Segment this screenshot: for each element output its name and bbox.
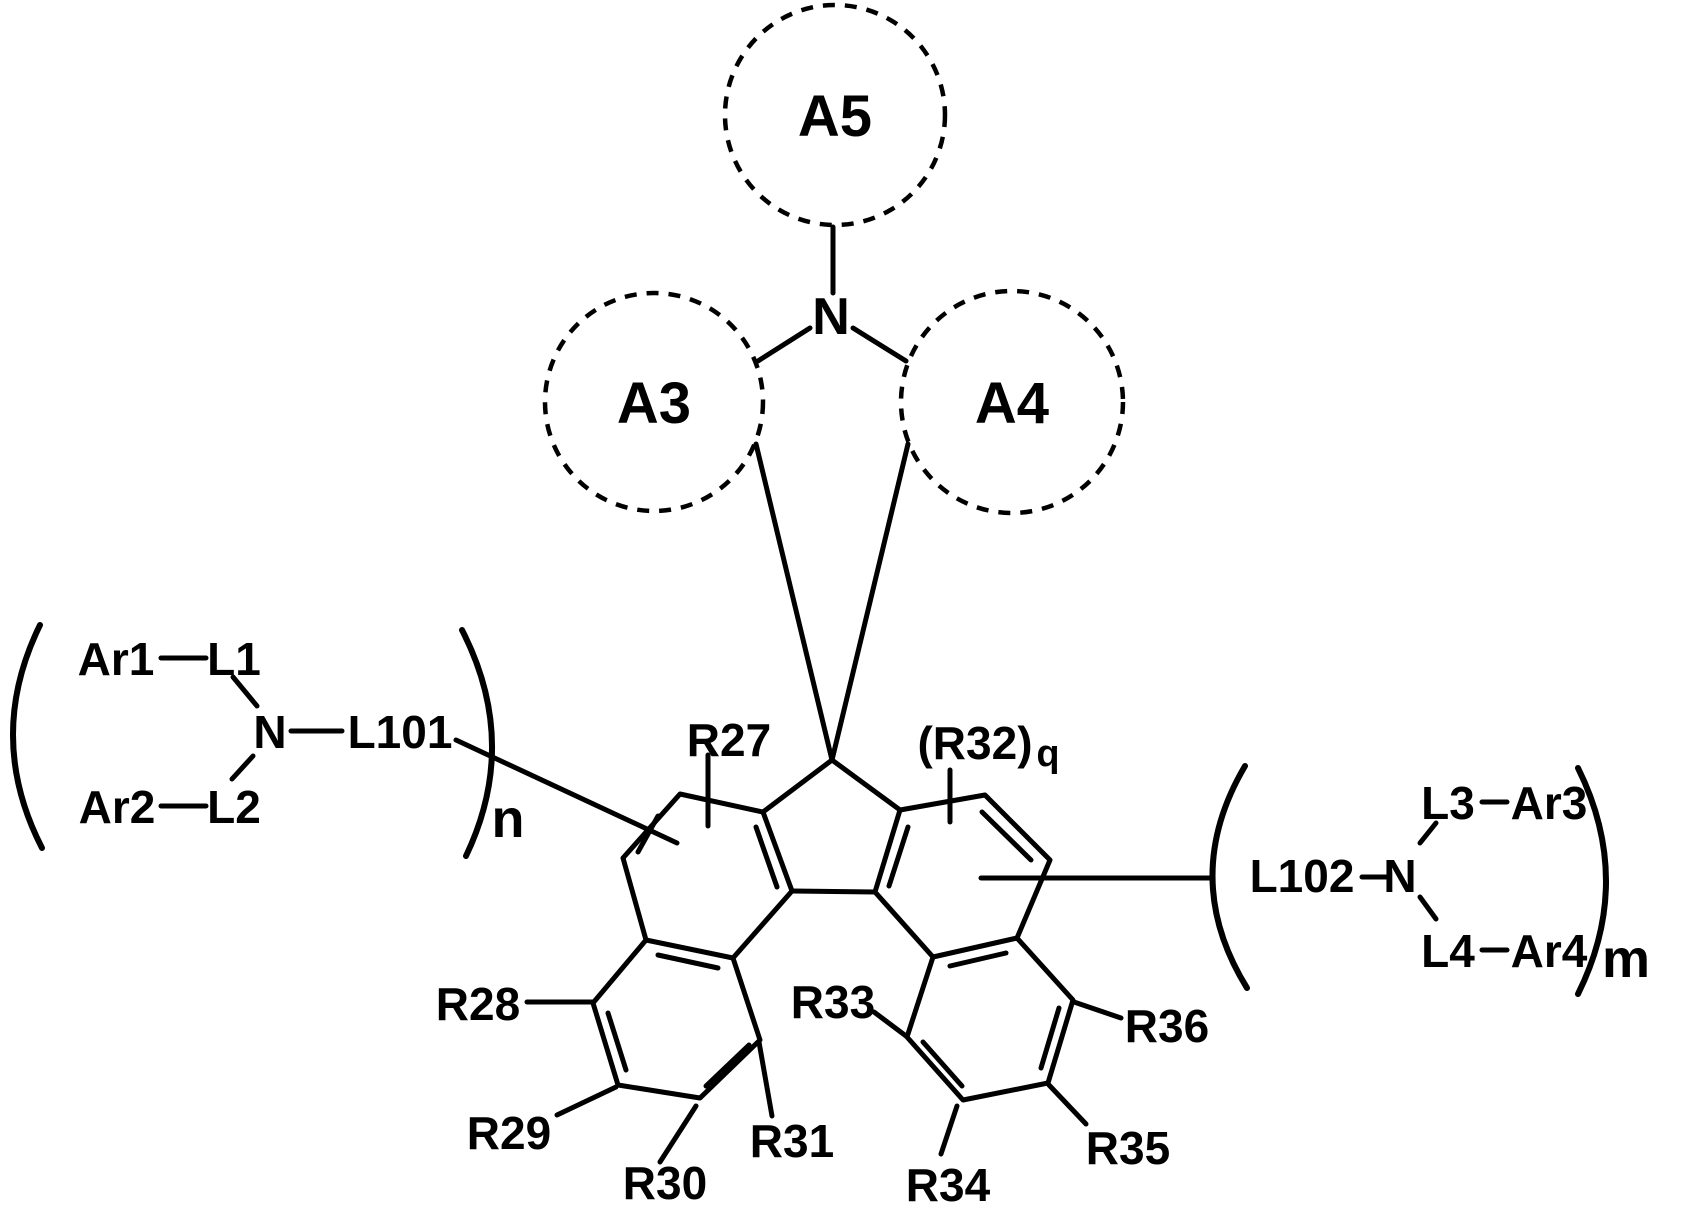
- r28-label: R28: [436, 978, 520, 1030]
- l2-label: L2: [207, 781, 261, 833]
- right-unit-close-paren: [1575, 765, 1609, 997]
- top-nitrogen-label: N: [812, 288, 850, 346]
- r29-bond: [554, 1084, 619, 1118]
- left-amine-bonds: [158, 655, 345, 809]
- right-unit-open-paren: [1209, 763, 1250, 991]
- l102-label: L102: [1250, 850, 1355, 902]
- r30-label: R30: [623, 1157, 707, 1209]
- ar3-label: Ar3: [1511, 777, 1588, 829]
- r32-subscript: q: [1036, 733, 1059, 775]
- left-unit-close-paren: [459, 627, 495, 859]
- l3-label: L3: [1421, 777, 1475, 829]
- ar1-label: Ar1: [78, 633, 155, 685]
- upper-right-ring-double-bonds: [886, 809, 1034, 969]
- r32-label: (R32): [917, 717, 1032, 769]
- upper-left-ring-double-bonds: [635, 813, 780, 971]
- right-nitrogen-label: N: [1383, 850, 1416, 902]
- r34-bond: [938, 1103, 960, 1157]
- a3-dashed-circle: [542, 290, 766, 514]
- ar4-label: Ar4: [1511, 925, 1588, 977]
- r29-label: R29: [467, 1107, 551, 1159]
- r33-bond: [871, 1009, 909, 1039]
- lower-left-ring-double-bonds: [605, 1010, 752, 1089]
- a4-label: A4: [975, 371, 1049, 436]
- l1-label: L1: [207, 633, 261, 685]
- a5-dashed-circle: [722, 2, 948, 228]
- a5-label: A5: [798, 84, 872, 149]
- r31-bond: [756, 1039, 775, 1119]
- r31-label: R31: [750, 1115, 834, 1167]
- lower-left-ring: [590, 937, 763, 1101]
- bond-a3-core: [753, 441, 835, 763]
- right-unit-subscript-m: m: [1602, 929, 1650, 989]
- r35-bond: [1046, 1082, 1089, 1127]
- left-nitrogen-label: N: [253, 706, 286, 758]
- r33-label: R33: [791, 976, 875, 1028]
- bond-nitrogen-a4: [850, 325, 909, 364]
- l4-label: L4: [1421, 925, 1475, 977]
- right-amine-bonds: [1359, 799, 1510, 953]
- cyclopentane-ring-bonds: [760, 757, 903, 895]
- r34-label: R34: [906, 1159, 991, 1210]
- r35-label: R35: [1086, 1122, 1170, 1174]
- lower-right-ring: [904, 935, 1076, 1103]
- a3-label: A3: [617, 371, 691, 436]
- r36-bond: [1071, 999, 1124, 1021]
- l101-label: L101: [348, 706, 453, 758]
- r36-label: R36: [1125, 1000, 1209, 1052]
- lower-right-ring-double-bonds: [920, 1005, 1062, 1089]
- ar2-label: Ar2: [79, 781, 156, 833]
- a4-dashed-circle: [898, 288, 1126, 516]
- bond-a4-core: [829, 441, 911, 763]
- bond-nitrogen-a3: [755, 325, 813, 364]
- r30-bond: [657, 1103, 699, 1165]
- left-unit-subscript-n: n: [492, 789, 525, 849]
- r27-label: R27: [687, 714, 771, 766]
- left-unit-open-paren: [10, 622, 45, 851]
